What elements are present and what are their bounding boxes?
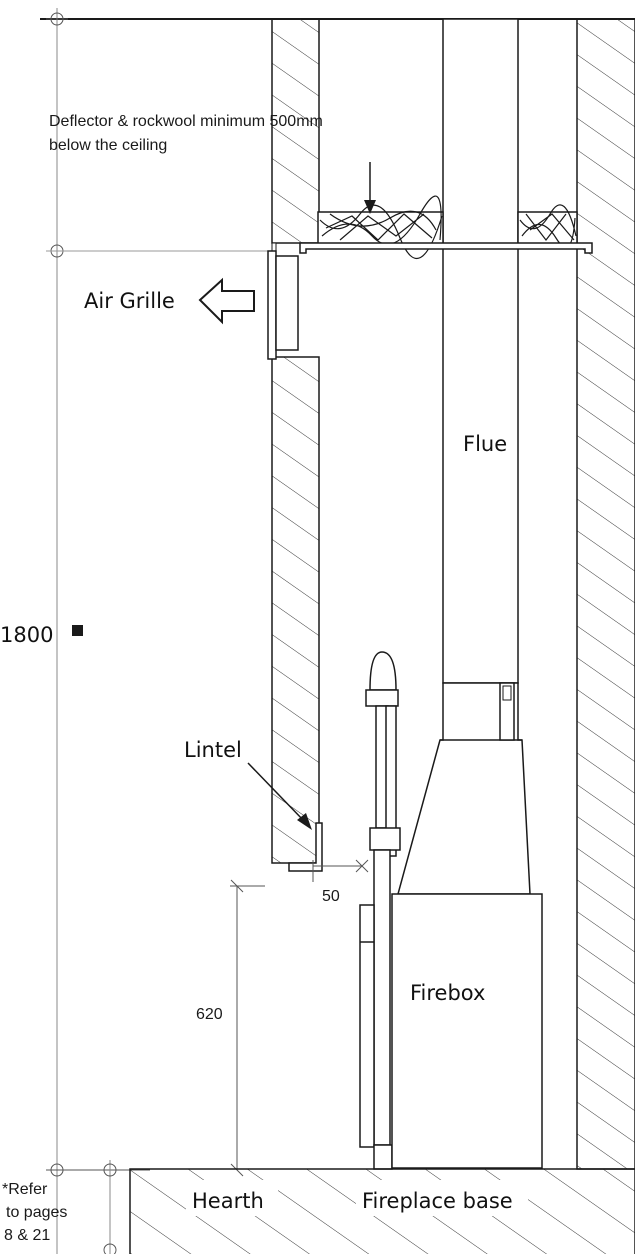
lintel-arrow-head	[297, 813, 312, 830]
firebox	[391, 893, 543, 1169]
air-grille-label: Air Grille	[84, 289, 175, 313]
dimension-marker-base	[103, 1243, 117, 1254]
dimension-1800-square	[72, 625, 83, 636]
dimension-50-label: 50	[322, 888, 340, 905]
hearth-label: Hearth	[192, 1189, 264, 1213]
refer-note-line2: to pages	[6, 1204, 67, 1221]
lintel-label: Lintel	[184, 738, 242, 762]
refer-note-line1: *Refer	[2, 1181, 48, 1198]
deflector-arrow-head	[364, 200, 376, 214]
flue-label: Flue	[463, 432, 507, 456]
rockwool-insulation	[317, 195, 578, 259]
front-wall-upper	[271, 18, 320, 244]
front-wall-lower	[271, 356, 320, 864]
dimension-marker-top	[46, 12, 68, 26]
back-wall	[576, 18, 635, 1170]
refer-note-line3: 8 & 21	[4, 1227, 50, 1244]
dimension-1800-label: 1800	[0, 623, 53, 647]
air-grille	[267, 250, 277, 360]
deflector-plate	[299, 242, 593, 254]
hearth-label-bg	[186, 1180, 278, 1216]
deflector-label-line2: below the ceiling	[49, 137, 167, 154]
dimension-620-label: 620	[196, 1006, 223, 1023]
fireplace-base-label-bg	[356, 1180, 528, 1216]
firebox-label: Firebox	[410, 981, 485, 1005]
dimension-marker-hearth	[103, 1163, 117, 1177]
flue	[442, 18, 519, 684]
deflector-label-line1: Deflector & rockwool minimum 500mm	[49, 113, 323, 130]
air-grille-vent	[275, 255, 299, 351]
fireplace-front-frame	[359, 651, 401, 1170]
air-grille-arrow	[198, 277, 255, 325]
fireplace-base-label: Fireplace base	[362, 1189, 513, 1213]
